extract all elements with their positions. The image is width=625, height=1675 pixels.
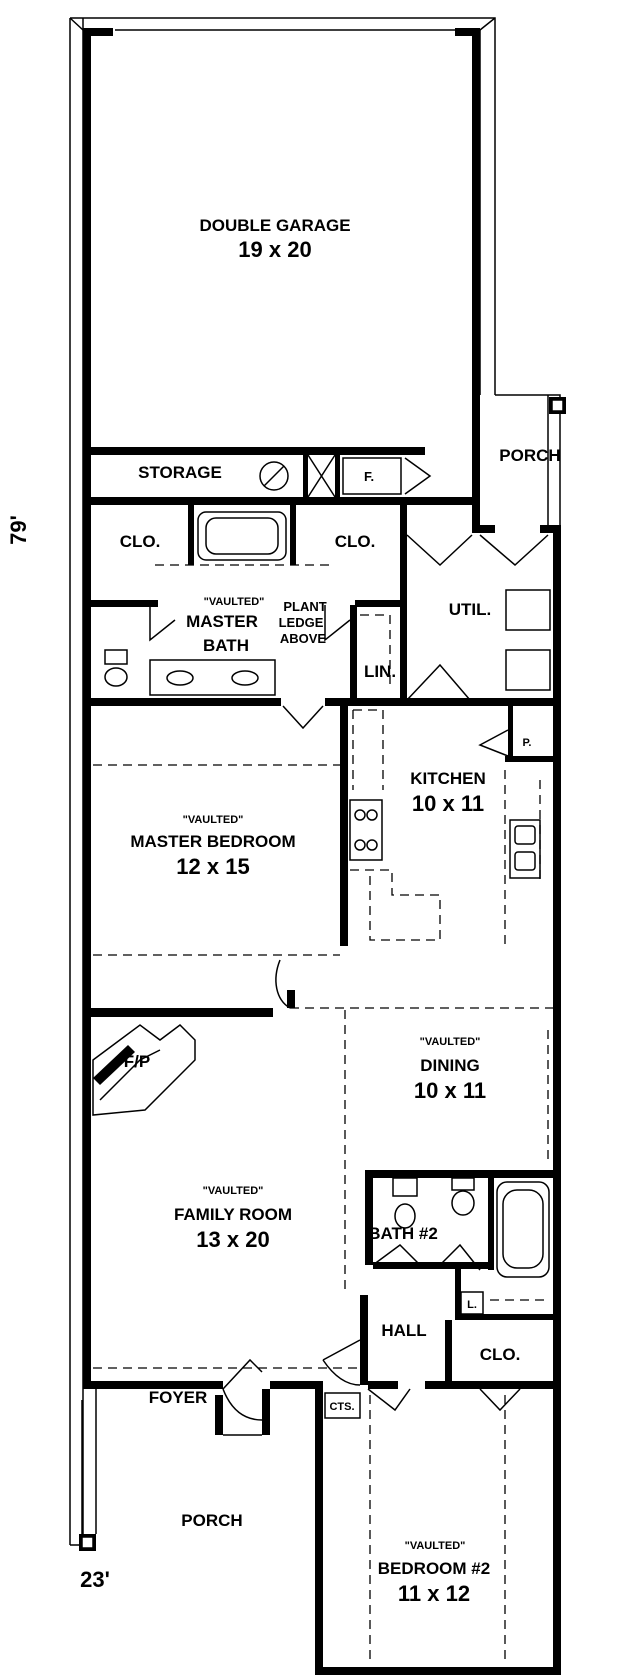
width-dimension: 23' <box>80 1567 110 1592</box>
dining-note: "VAULTED" <box>420 1036 481 1048</box>
plant-ledge-line1: PLANT <box>283 599 326 614</box>
family-room-name: FAMILY ROOM <box>174 1205 292 1224</box>
garage-storage-walls <box>83 447 480 505</box>
closet-left-label: CLO. <box>120 532 161 551</box>
bedroom2-size: 11 x 12 <box>398 1581 470 1606</box>
rear-porch <box>549 397 566 414</box>
master-bath-note: "VAULTED" <box>204 596 265 608</box>
master-bedroom-size: 12 x 15 <box>176 854 249 879</box>
storage-name: STORAGE <box>138 463 222 482</box>
hall-closet-walls <box>322 1295 560 1412</box>
storage-closet-label: F. <box>364 469 374 484</box>
master-bath-name-2: BATH <box>203 636 249 655</box>
garage-size: 19 x 20 <box>238 237 311 262</box>
bath2-name: BATH #2 <box>368 1224 438 1243</box>
master-bedroom-name: MASTER BEDROOM <box>130 832 295 851</box>
depth-dimension: 79' <box>6 515 31 545</box>
bath2-walls <box>365 1170 560 1320</box>
bedroom2-note: "VAULTED" <box>405 1540 466 1552</box>
closet-bed2-label: CLO. <box>480 1345 521 1364</box>
utility-walls <box>406 534 560 706</box>
kitchen-walls <box>340 706 560 950</box>
front-porch <box>79 1389 97 1551</box>
pantry-label: P. <box>523 737 532 749</box>
dining-size: 10 x 11 <box>414 1078 486 1103</box>
master-bath-name-1: MASTER <box>186 612 258 631</box>
bedroom2-name: BEDROOM #2 <box>378 1559 490 1578</box>
master-bath-walls <box>83 505 475 730</box>
exterior-walls <box>83 28 561 1675</box>
fireplace-label: F/P <box>124 1052 150 1071</box>
garage-name: DOUBLE GARAGE <box>199 216 350 235</box>
hall-name: HALL <box>381 1321 426 1340</box>
dining-name: DINING <box>420 1056 480 1075</box>
bedroom2-walls <box>369 1395 506 1665</box>
master-bedroom-walls <box>83 764 555 1017</box>
master-bedroom-note: "VAULTED" <box>183 814 244 826</box>
family-room-note: "VAULTED" <box>203 1185 264 1197</box>
fireplace <box>92 1024 196 1116</box>
front-porch-name: PORCH <box>181 1511 242 1530</box>
closet-right-label: CLO. <box>335 532 376 551</box>
rear-porch-name: PORCH <box>499 446 560 465</box>
linen-label: LIN. <box>364 662 396 681</box>
utility-name: UTIL. <box>449 600 492 619</box>
plant-ledge-line2: LEDGE <box>279 615 324 630</box>
foyer-name: FOYER <box>149 1388 208 1407</box>
linen-small-label: L. <box>467 1299 477 1311</box>
family-room-size: 13 x 20 <box>196 1227 269 1252</box>
plant-ledge-line3: ABOVE <box>280 631 327 646</box>
family-foyer-walls <box>93 1010 549 1436</box>
kitchen-name: KITCHEN <box>410 769 486 788</box>
coats-label: CTS. <box>329 1401 354 1413</box>
kitchen-size: 10 x 11 <box>412 791 484 816</box>
